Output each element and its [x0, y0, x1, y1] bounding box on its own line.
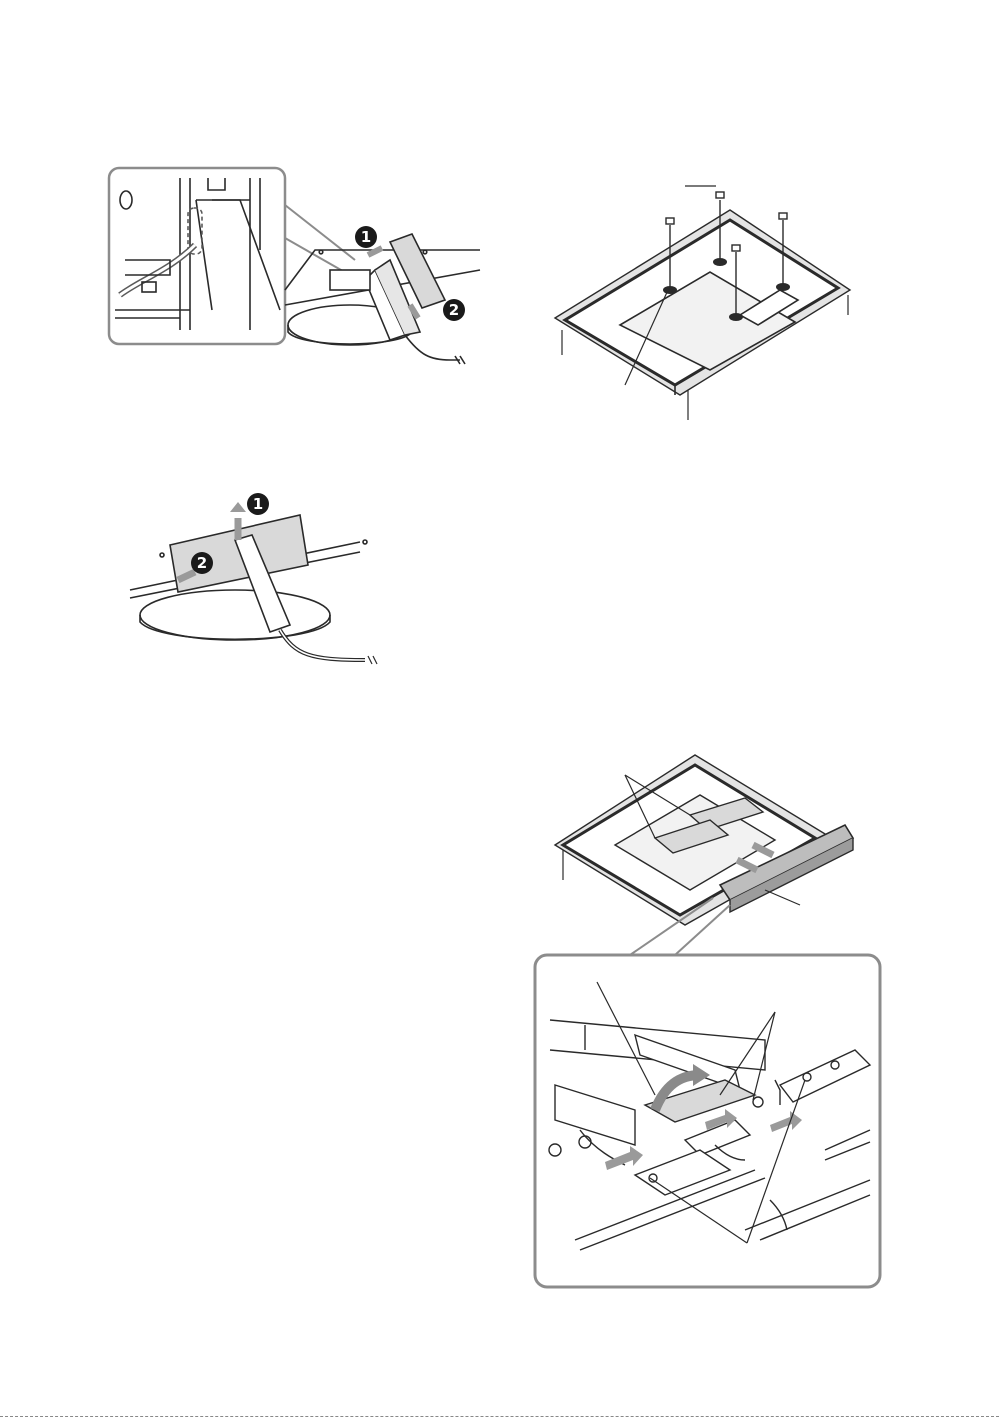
figure-cable-cover-removal: 1 2 — [100, 160, 480, 380]
step-badge-2: 2 — [443, 299, 465, 321]
svg-text:2: 2 — [197, 554, 207, 572]
step-badge-1: 1 — [355, 226, 377, 248]
figure-mounting-hooks — [525, 750, 895, 1305]
figure-rear-cover-removal: 1 2 — [130, 480, 390, 670]
svg-text:2: 2 — [449, 301, 459, 319]
arrow-step-1 — [368, 248, 382, 255]
tv-back — [565, 220, 838, 395]
step-badge-2: 2 — [191, 552, 213, 574]
step-badge-1: 1 — [247, 493, 269, 515]
figure-wall-mount-screws — [540, 180, 870, 430]
svg-text:1: 1 — [253, 495, 263, 513]
page-bottom-rule — [0, 1416, 999, 1417]
inset-detail — [115, 178, 280, 330]
svg-text:1: 1 — [361, 228, 371, 246]
